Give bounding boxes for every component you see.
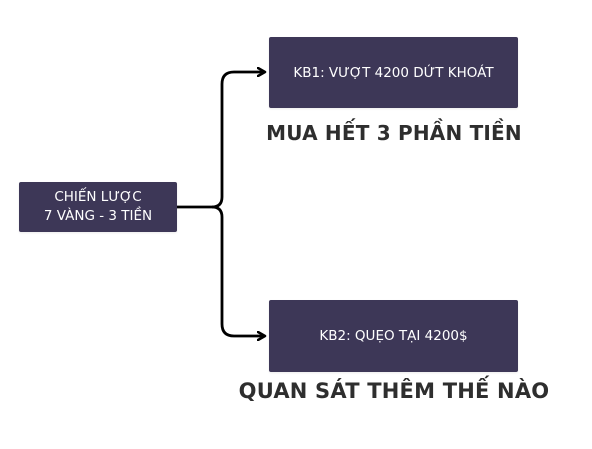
root-line-2: 7 VÀNG - 3 TIỀN: [43, 208, 153, 224]
root-node: CHIẾN LƯỢC 7 VÀNG - 3 TIỀN: [19, 182, 177, 232]
branch-label-kb2: KB2: QUẸO TẠI 4200$: [319, 328, 468, 344]
branch-label-kb1: KB1: VƯỢT 4200 DỨT KHOÁT: [293, 64, 494, 81]
branch-caption-kb1: MUA HẾT 3 PHẦN TIỀN: [266, 121, 522, 145]
kb1-connector: [211, 72, 264, 209]
root-line-1: CHIẾN LƯỢC: [54, 189, 142, 205]
kb2-connector: [211, 205, 264, 336]
branch-node-kb2: KB2: QUẸO TẠI 4200$: [269, 300, 518, 372]
branch-node-kb1: KB1: VƯỢT 4200 DỨT KHOÁT: [269, 37, 518, 108]
branch-caption-kb2: QUAN SÁT THÊM THẾ NÀO: [238, 379, 550, 403]
